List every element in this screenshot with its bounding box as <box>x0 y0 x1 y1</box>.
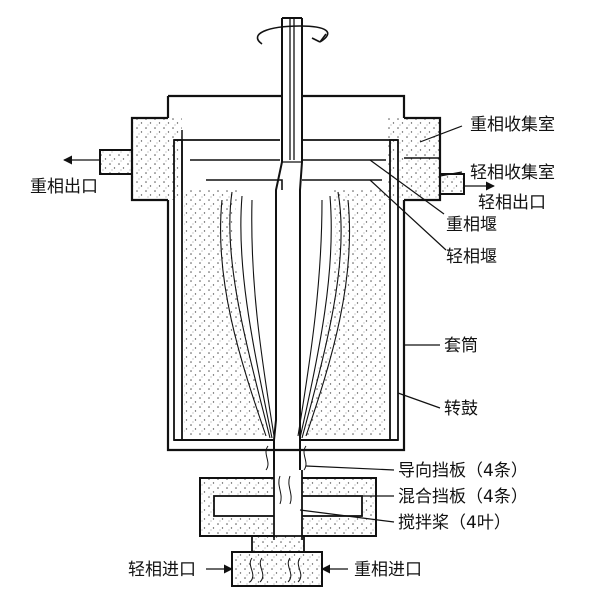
label-impeller: 搅拌桨（4叶） <box>398 513 511 533</box>
label-sleeve: 套筒 <box>444 336 478 356</box>
rotation-arrow-icon <box>256 25 329 45</box>
label-light-collection-chamber: 轻相收集室 <box>470 163 555 183</box>
outer-sleeve <box>166 94 406 452</box>
label-light-weir: 轻相堰 <box>446 247 497 267</box>
guide-baffle-lines <box>265 445 307 471</box>
inlet-chamber <box>206 535 348 587</box>
heavy-outlet-pipe <box>63 149 133 175</box>
label-heavy-collection-chamber: 重相收集室 <box>470 115 555 135</box>
label-heavy-inlet: 重相进口 <box>354 560 422 580</box>
mixing-chamber <box>199 470 377 540</box>
label-heavy-weir: 重相堰 <box>446 215 497 235</box>
rotating-shaft <box>273 17 303 521</box>
flow-streamlines <box>219 191 351 439</box>
label-light-inlet: 轻相进口 <box>128 560 196 580</box>
label-light-outlet: 轻相出口 <box>478 193 546 213</box>
leader-lines <box>299 125 463 523</box>
label-guide-baffle: 导向挡板（4条） <box>398 461 528 481</box>
label-drum: 转鼓 <box>444 399 478 419</box>
label-heavy-outlet: 重相出口 <box>30 177 98 197</box>
label-mixing-baffle: 混合挡板（4条） <box>398 487 528 507</box>
right-collection-chamber <box>388 116 442 202</box>
drum <box>173 139 399 441</box>
liquid-fill <box>184 190 388 436</box>
